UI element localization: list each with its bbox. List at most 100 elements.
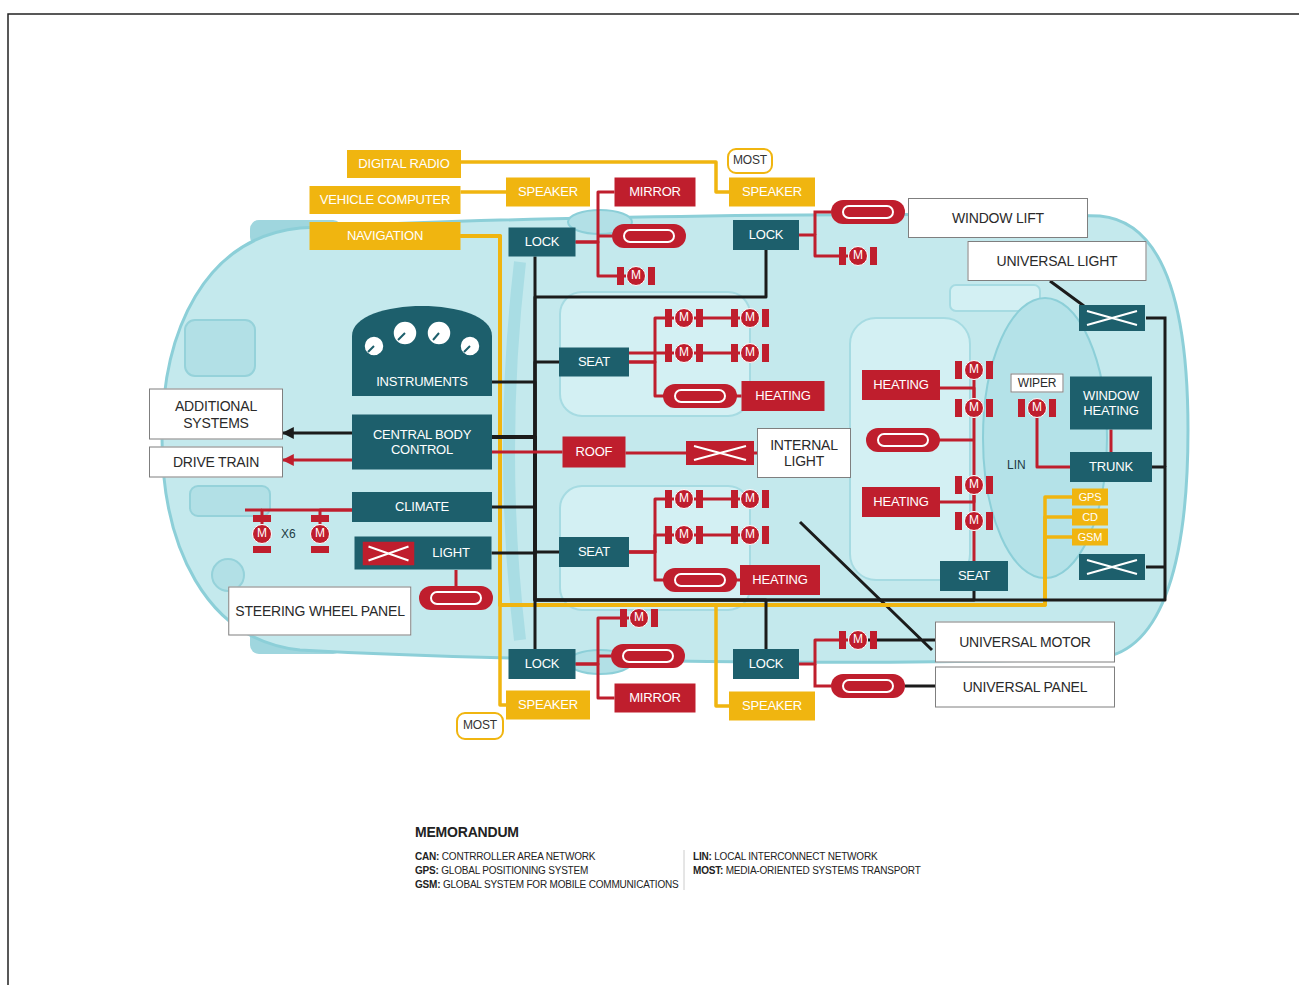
can-module-box: TRUNK: [1070, 452, 1152, 482]
bus-tag: MOST: [727, 148, 773, 174]
legend-meaning: LOCAL INTERCONNECT NETWORK: [712, 851, 878, 862]
motor-symbol: M: [740, 525, 760, 545]
node-text: TRUNK: [1089, 460, 1133, 475]
can-module-box: SEAT: [940, 561, 1008, 591]
motor-bars: [955, 399, 993, 417]
can-wire: [492, 362, 559, 437]
frame-border: [8, 14, 1299, 985]
panel-symbol: [831, 200, 905, 224]
node-text: DIGITAL RADIO: [358, 157, 449, 172]
motor-symbol: M: [674, 489, 694, 509]
lin-device-box: HEATING: [862, 487, 940, 517]
panel-symbol: [612, 224, 686, 248]
motor-symbol: M: [674, 308, 694, 328]
node-text: M: [315, 527, 325, 541]
node-text: LOCK: [749, 228, 784, 243]
legend-entry: GSM: GLOBAL SYSTEM FOR MOBILE COMMUNICAT…: [415, 879, 678, 890]
can-module-box: CENTRAL BODY CONTROL: [352, 415, 492, 470]
can-wire: [492, 437, 559, 552]
motor-bars: [955, 512, 993, 530]
callout-box: WIPER: [1011, 374, 1064, 393]
motor-bars: [955, 361, 993, 379]
node-text: M: [631, 269, 641, 283]
lamp-symbol: [686, 441, 754, 465]
can-module-box: LOCK: [733, 220, 799, 250]
lin-wire: [940, 495, 974, 502]
most-device-box: VEHICLE COMPUTER: [310, 186, 461, 214]
legend-divider: [684, 850, 685, 890]
lin-wire: [940, 388, 974, 398]
can-module-box: INSTRUMENTS: [352, 368, 492, 396]
panel-symbol: [663, 384, 737, 408]
media-source-box: GPS: [1072, 489, 1108, 506]
lin-wire: [973, 531, 976, 561]
node-text: INSTRUMENTS: [376, 375, 468, 390]
motor-bars: [253, 515, 271, 553]
node-text: SPEAKER: [742, 699, 802, 714]
panel-symbol: [866, 428, 940, 452]
most-wire: [461, 236, 1073, 605]
callout-box: ADDITIONAL SYSTEMS: [149, 389, 283, 440]
motor-symbol: M: [674, 525, 694, 545]
motor-bars: [665, 490, 703, 508]
legend-key: GSM:: [415, 879, 440, 890]
node-text: M: [745, 492, 755, 506]
can-module-box: WINDOW HEATING: [1070, 377, 1152, 430]
node-text: SPEAKER: [742, 185, 802, 200]
motor-symbol: M: [740, 343, 760, 363]
lin-device-box: MIRROR: [615, 684, 696, 713]
motor-bars: [617, 267, 655, 285]
annotation-label: X6: [281, 527, 296, 541]
can-wire: [492, 257, 535, 438]
node-text: MIRROR: [629, 691, 681, 706]
node-text: M: [745, 346, 755, 360]
most-wire: [461, 236, 1073, 605]
can-module-box: LOCK: [509, 228, 576, 257]
node-text: ROOF: [576, 445, 613, 460]
lin-wire: [973, 418, 976, 475]
legend-key: LIN:: [693, 851, 712, 862]
motor-symbol: M: [674, 343, 694, 363]
node-text: NAVIGATION: [347, 229, 423, 244]
rear-seat: [850, 318, 970, 580]
callout-box: INTERNAL LIGHT: [757, 428, 851, 478]
node-text: M: [679, 311, 689, 325]
node-text: MOST: [463, 719, 497, 733]
lin-wire: [283, 459, 352, 462]
motor-symbol: M: [629, 608, 649, 628]
node-text: M: [679, 492, 689, 506]
callout-box: DRIVE TRAIN: [149, 447, 283, 478]
callout-box: WINDOW LIFT: [908, 198, 1088, 238]
node-text: UNIVERSAL PANEL: [963, 679, 1088, 695]
node-text: M: [853, 249, 863, 263]
legend-entry: MOST: MEDIA-ORIENTED SYSTEMS TRANSPORT: [693, 865, 921, 876]
node-text: M: [634, 611, 644, 625]
node-text: M: [969, 401, 979, 415]
panel-symbol: [419, 586, 493, 610]
can-module-box: LOCK: [733, 649, 799, 679]
lin-wire: [492, 451, 563, 454]
panel-symbol: [611, 644, 685, 668]
gauge-needles: [368, 333, 470, 352]
lamp-icon: [363, 541, 415, 565]
lin-wire: [262, 510, 352, 524]
node-text: ADDITIONAL SYSTEMS: [156, 398, 276, 430]
motor-bars: [839, 631, 877, 649]
node-text: M: [853, 633, 863, 647]
can-wire: [492, 437, 535, 649]
node-text: M: [257, 527, 267, 541]
legend-meaning: GLOBAL POSITIONING SYSTEM: [439, 865, 588, 876]
motor-bars: [665, 344, 703, 362]
most-wire: [461, 190, 507, 194]
node-text: M: [1032, 401, 1042, 415]
node-text: CENTRAL BODY CONTROL: [358, 427, 486, 457]
node-text: M: [679, 528, 689, 542]
can-wire: [492, 437, 974, 600]
most-device-box: SPEAKER: [729, 178, 815, 207]
legend-key: GPS:: [415, 865, 439, 876]
node-text: CD: [1082, 511, 1098, 524]
motor-symbol: M: [626, 266, 646, 286]
motor-symbol: M: [964, 511, 984, 531]
node-text: SPEAKER: [518, 185, 578, 200]
lin-device-box: HEATING: [862, 370, 940, 400]
